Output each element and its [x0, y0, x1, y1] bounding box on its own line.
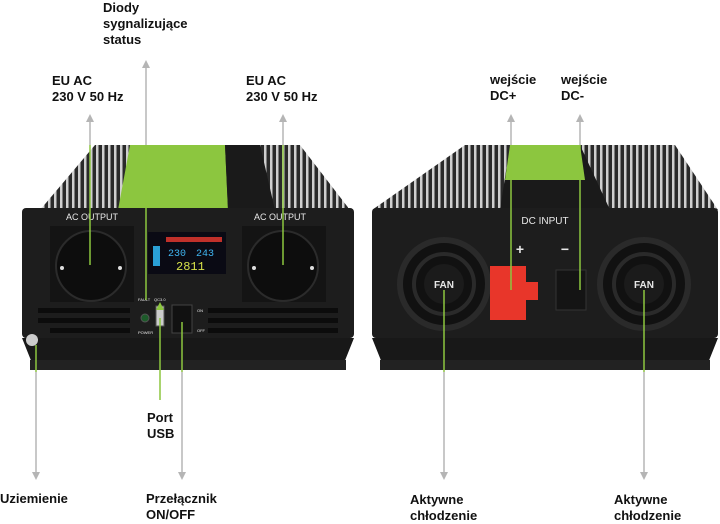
- svg-text:243: 243: [196, 249, 214, 260]
- fan-right: FAN: [597, 237, 691, 331]
- svg-text:QC3.0: QC3.0: [154, 297, 166, 302]
- svg-text:FAULT: FAULT: [138, 297, 151, 302]
- svg-text:FAN: FAN: [434, 280, 454, 291]
- ac-socket-left: [50, 226, 134, 302]
- svg-text:POWER: POWER: [138, 330, 153, 335]
- inverter-front-view: AC OUTPUT AC OUTPUT 230 243 2811 FAULT P…: [22, 145, 354, 370]
- svg-text:ON: ON: [197, 308, 203, 313]
- svg-text:+: +: [516, 241, 524, 257]
- ac-output-label-right: AC OUTPUT: [254, 212, 307, 222]
- lcd-display: 230 243 2811: [148, 232, 226, 274]
- annotation-lines: [35, 66, 645, 474]
- svg-text:230: 230: [168, 249, 186, 260]
- arrowheads: [32, 60, 648, 480]
- dc-minus-terminal: [555, 269, 587, 311]
- green-label: [118, 145, 228, 210]
- dc-plus-terminal: [490, 266, 526, 320]
- svg-text:2811: 2811: [176, 260, 205, 274]
- ac-socket-right: [242, 226, 326, 302]
- label-ground: Uziemienie: [0, 491, 68, 506]
- label-status-leds: Diody sygnalizujące status: [103, 0, 188, 47]
- ground-terminal: [26, 334, 38, 346]
- ac-output-label-left: AC OUTPUT: [66, 212, 119, 222]
- power-led: [140, 313, 150, 323]
- inverter-back-view: DC INPUT + − FAN FAN: [372, 145, 718, 370]
- svg-text:−: −: [561, 241, 569, 257]
- svg-text:OFF: OFF: [197, 328, 206, 333]
- dc-input-label: DC INPUT: [521, 216, 568, 227]
- svg-text:FAN: FAN: [634, 280, 654, 291]
